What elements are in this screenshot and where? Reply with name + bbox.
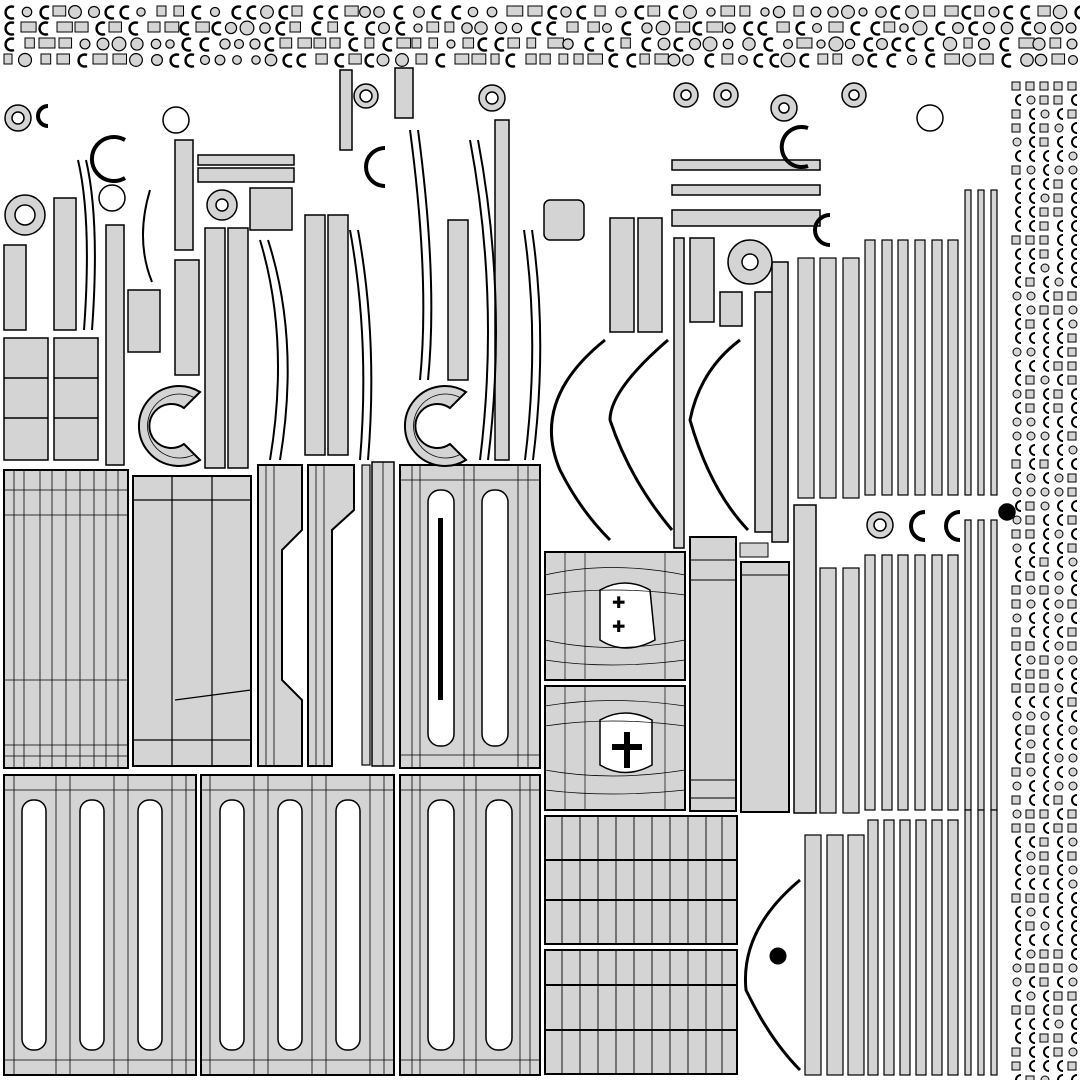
ribbed-panel-center-left <box>132 475 252 767</box>
window-panel-lower <box>544 685 686 811</box>
cross-mark-icon: ✚ <box>612 593 625 612</box>
c-ring-island-center <box>404 385 468 467</box>
small-parts-right-column <box>1011 81 1078 1080</box>
small-parts-band <box>3 4 1080 68</box>
striped-panel-lower <box>544 949 738 1075</box>
right-rail-strips-lower <box>804 809 998 1076</box>
small-c-parts <box>36 104 961 542</box>
right-rail-strips-middle <box>819 519 998 814</box>
slot-panel-bottom-left <box>3 774 197 1076</box>
center-tall-strips <box>689 504 817 814</box>
curved-blade-islands <box>549 338 802 1072</box>
ribbed-panel-left <box>3 469 129 769</box>
right-rail-strips-upper <box>797 189 998 499</box>
upper-left-block-islands <box>3 67 414 469</box>
window-panel-upper: ✚ ✚ <box>544 551 686 681</box>
slot-panel-bottom-middle <box>200 774 395 1076</box>
striped-panel-upper <box>544 815 738 945</box>
long-curved-rails <box>77 129 542 461</box>
center-upper-islands <box>447 119 821 549</box>
c-ring-island-left <box>138 385 202 467</box>
cross-mark-icon: ✚ <box>612 617 625 636</box>
slot-panel-middle <box>399 464 541 769</box>
bent-strip-panels <box>257 461 395 767</box>
small-ring-parts <box>4 82 1016 539</box>
slot-panel-bottom-right <box>399 774 541 1076</box>
